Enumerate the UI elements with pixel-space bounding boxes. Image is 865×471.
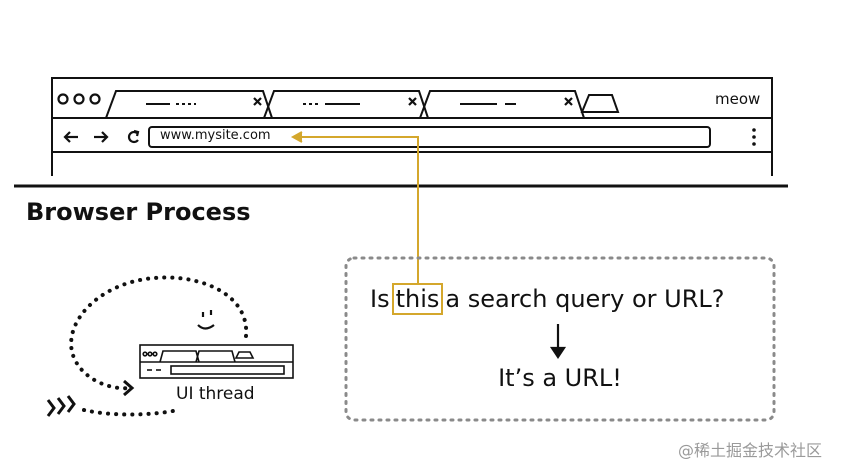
tail-chevrons-icon bbox=[46, 395, 76, 417]
ui-thread-browser-icon bbox=[139, 344, 294, 379]
tab-3-close-icon[interactable] bbox=[564, 97, 573, 106]
decision-answer: It’s a URL! bbox=[498, 364, 622, 392]
address-bar[interactable] bbox=[148, 126, 711, 148]
section-title: Browser Process bbox=[26, 198, 251, 226]
window-controls-icon bbox=[57, 93, 101, 105]
url-connector bbox=[290, 131, 419, 283]
address-bar-url[interactable]: www.mysite.com bbox=[160, 128, 271, 143]
browser-window bbox=[51, 77, 773, 176]
tab-2[interactable] bbox=[263, 90, 429, 119]
thread-tail-path bbox=[82, 408, 180, 417]
ui-thread-label: UI thread bbox=[176, 384, 255, 404]
back-arrow-icon[interactable] bbox=[63, 131, 78, 143]
tab-1[interactable] bbox=[105, 90, 273, 119]
down-arrow-icon bbox=[549, 324, 567, 359]
menu-kebab-icon[interactable] bbox=[752, 128, 756, 146]
tab-3[interactable] bbox=[419, 90, 585, 119]
smiley-icon bbox=[197, 310, 215, 330]
forward-arrow-icon[interactable] bbox=[94, 131, 109, 143]
decision-box bbox=[344, 256, 776, 422]
question-prefix: Is bbox=[370, 285, 390, 313]
question-highlight: this bbox=[391, 283, 444, 315]
tab-1-close-icon[interactable] bbox=[253, 97, 262, 106]
tab-2-close-icon[interactable] bbox=[408, 97, 417, 106]
reload-icon[interactable] bbox=[127, 129, 140, 144]
loop-arrowhead-icon bbox=[123, 379, 135, 397]
watermark: @稀土掘金技术社区 bbox=[678, 441, 823, 460]
new-tab-button[interactable] bbox=[580, 94, 620, 113]
question-suffix: a search query or URL? bbox=[445, 285, 725, 313]
app-name-label: meow bbox=[715, 90, 761, 108]
